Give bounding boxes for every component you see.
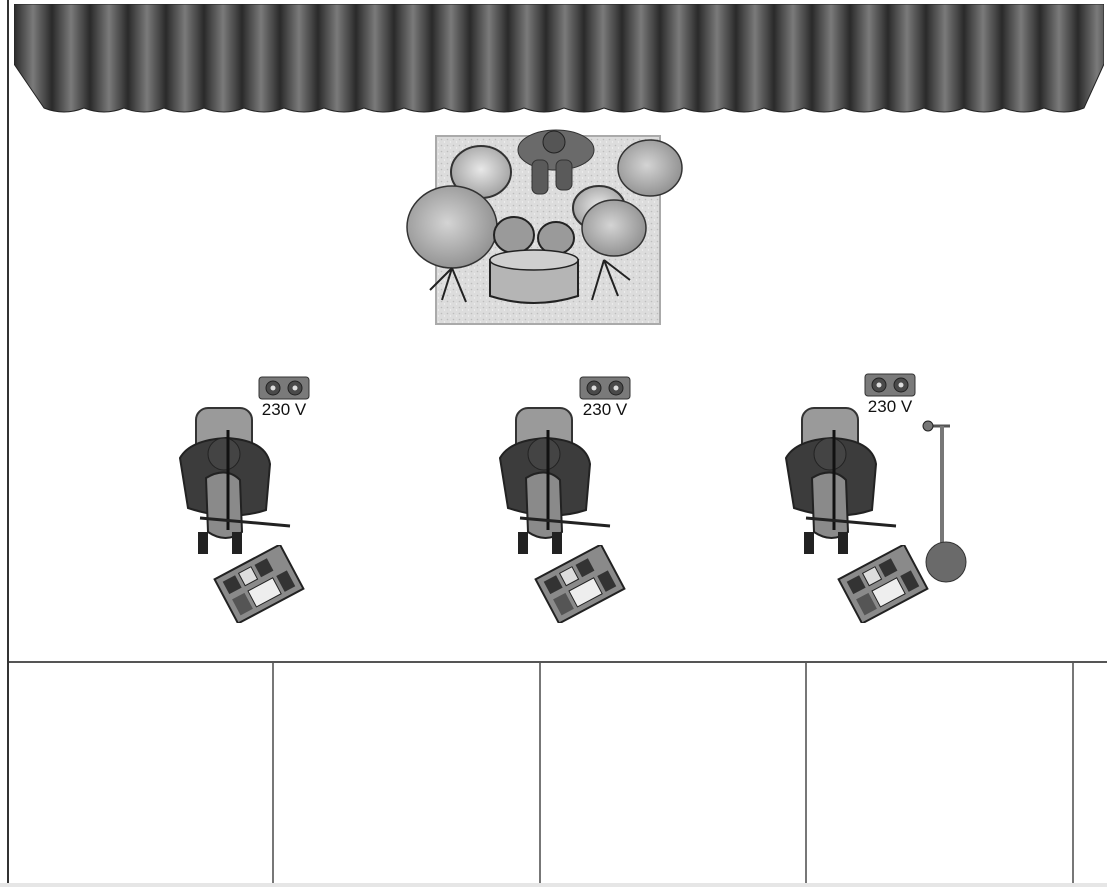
stage-front-edge — [9, 661, 1107, 663]
front-section-divider — [1072, 663, 1074, 885]
frame-left-border — [7, 0, 9, 887]
front-section-divider — [272, 663, 274, 885]
power-socket-icon: 230 V — [258, 376, 310, 420]
cellist-icon — [178, 407, 291, 554]
front-section-divider — [805, 663, 807, 885]
effects-pedalboard-icon — [837, 545, 929, 623]
frame-bottom-edge — [0, 883, 1107, 887]
socket-voltage-label: 230 V — [261, 400, 307, 419]
drum-kit-icon — [406, 129, 683, 325]
effects-pedalboard-icon — [534, 545, 626, 623]
socket-voltage-label: 230 V — [867, 397, 913, 416]
power-socket-icon: 230 V — [864, 373, 916, 417]
mic-stand-icon — [922, 420, 967, 583]
cellist-icon — [498, 407, 611, 554]
effects-pedalboard-icon — [213, 545, 305, 623]
socket-voltage-label: 230 V — [582, 400, 628, 419]
power-socket-icon: 230 V — [579, 376, 631, 420]
cellist-icon — [784, 407, 897, 554]
curtain-icon — [14, 4, 1104, 113]
front-section-divider — [539, 663, 541, 885]
